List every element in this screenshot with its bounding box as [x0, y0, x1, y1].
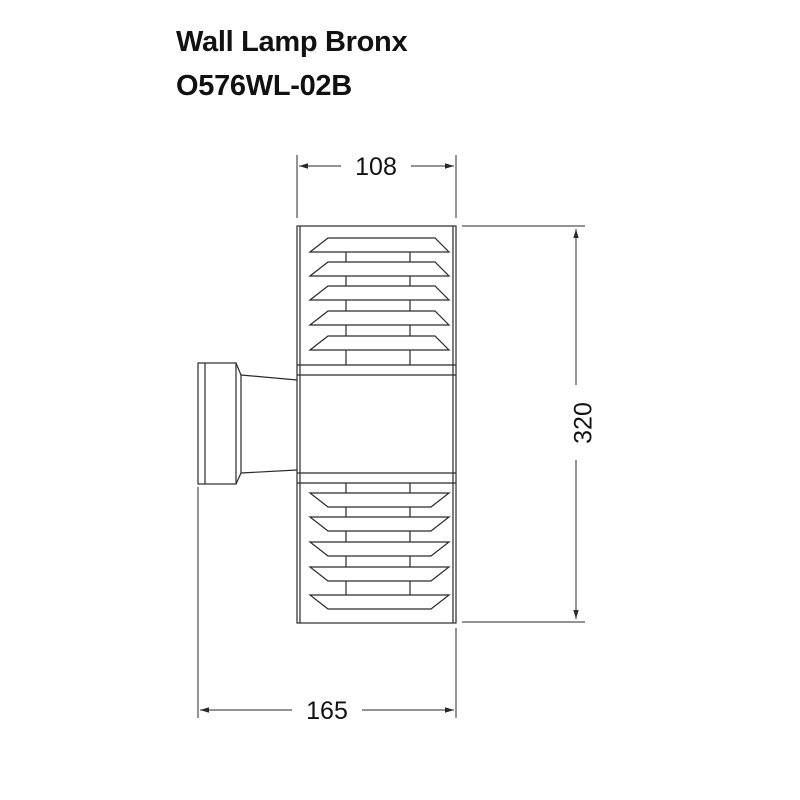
wall-mount-base [197, 362, 237, 485]
lower-louvers [308, 483, 451, 610]
lamp-body [296, 225, 457, 624]
dimension-label-height: 320 [570, 402, 598, 444]
mount-arm [235, 362, 298, 485]
dimension-label-width-bottom: 165 [306, 697, 348, 725]
drawing-title: Wall Lamp Bronx [176, 26, 408, 58]
upper-louvers [308, 237, 451, 365]
model-number: O576WL-02B [176, 70, 352, 102]
dimension-width-top [296, 155, 457, 218]
dimension-label-width-top: 108 [355, 153, 397, 181]
dimension-height [462, 225, 585, 623]
dimension-width-bottom [197, 487, 457, 718]
